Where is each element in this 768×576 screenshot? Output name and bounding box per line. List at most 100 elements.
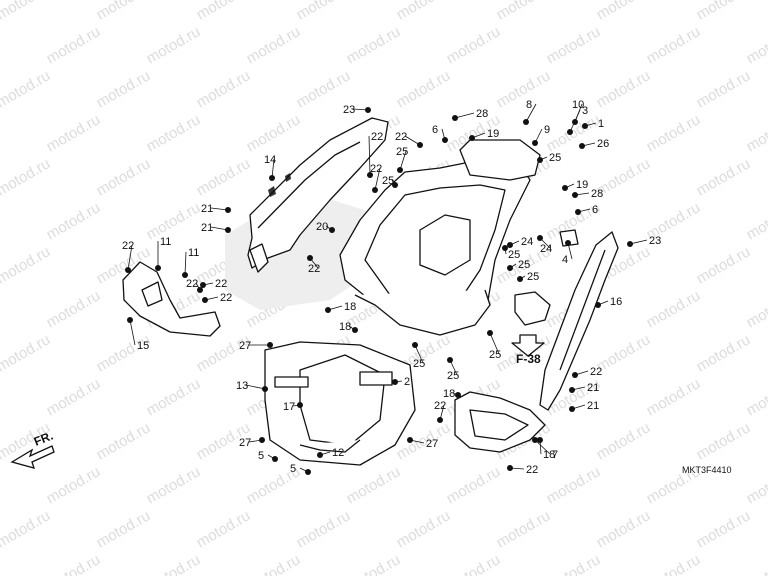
watermark-text: motod.ru [644,287,704,331]
callout-number: 7 [552,449,558,461]
callout-number: 3 [582,105,588,117]
fastener-icon [507,465,513,471]
fastener-icon [532,140,538,146]
fastener-icon [305,469,311,475]
watermark-text: motod.ru [0,287,3,331]
callout-number: 5 [290,463,296,475]
side-cover-16 [539,231,619,411]
fastener-icon [523,119,529,125]
watermark-text: motod.ru [44,551,104,576]
watermark-text: motod.ru [144,111,204,155]
watermark-text: motod.ru [744,111,768,155]
fastener-icon [507,265,513,271]
watermark-text: motod.ru [544,111,604,155]
fastener-icon [197,287,203,293]
watermark-text: motod.ru [594,419,654,463]
watermark-text: motod.ru [0,155,53,199]
leader-line [271,158,275,179]
leader-line [414,344,424,364]
fastener-icon [575,209,581,215]
callout-number: 22 [122,240,134,252]
fastener-icon [537,235,543,241]
callout-number: 25 [527,271,539,283]
callout-number: 1 [598,118,604,130]
leader-line [525,103,537,123]
fender-7 [454,391,546,453]
watermark-text: motod.ru [94,331,154,375]
watermark-text: motod.ru [194,0,254,23]
leader-line [129,319,136,346]
fastener-icon [352,327,358,333]
fastener-icon [365,107,371,113]
leader-line [184,251,187,276]
watermark-text: motod.ru [444,551,504,576]
watermark-text: motod.ru [0,111,3,155]
callout-number: 27 [426,438,438,450]
callout-number: 24 [540,243,552,255]
callout-number: 21 [587,382,599,394]
fastener-icon [407,437,413,443]
leader-line [374,167,381,191]
callout-number: 27 [239,340,251,352]
fastener-icon [562,185,568,191]
watermark-text: motod.ru [0,551,3,576]
reference-label: F-38 [516,352,541,366]
watermark-text: motod.ru [94,0,154,23]
leader-line [127,244,133,271]
watermark-text: motod.ru [594,0,654,23]
fastener-icon [502,245,508,251]
callout-number: 21 [201,222,213,234]
callout-number: 28 [591,188,603,200]
fastener-icon [392,379,398,385]
callout-number: 22 [370,163,382,175]
callout-number: 17 [283,401,295,413]
fastener-icon [372,187,378,193]
watermark-text: motod.ru [244,111,304,155]
callout-number: 4 [562,254,568,266]
watermark-text: motod.ru [44,199,104,243]
watermark-text: motod.ru [44,23,104,67]
fastener-icon [155,265,161,271]
callout-number: 23 [649,235,661,247]
callout-number: 18 [339,321,351,333]
inner-cover-13 [264,341,416,466]
fastener-icon [567,129,573,135]
watermark-text: motod.ru [144,375,204,419]
callout-number: 22 [371,131,383,143]
callout-number: 16 [610,296,622,308]
callout-number: 25 [447,370,459,382]
callout-labels: 1234556678910111112131415161718181818191… [122,99,661,476]
callout-number: 8 [526,99,532,111]
fastener-icon [225,227,231,233]
callout-number: 18 [443,388,455,400]
fastener-icon [532,437,538,443]
watermark-text: motod.ru [694,419,754,463]
callout-number: 20 [316,221,328,233]
callout-number: 13 [236,380,248,392]
fastener-icon [329,227,335,233]
watermark-text: motod.ru [0,507,53,551]
watermark-text: motod.ru [644,23,704,67]
callout-number: 27 [239,437,251,449]
watermark-text: motod.ru [544,551,604,576]
watermark-text: motod.ru [744,23,768,67]
fastener-icon [469,135,475,141]
diagram-code: MKT3F4410 [682,465,732,475]
fastener-icon [572,192,578,198]
watermark-text: motod.ru [0,331,53,375]
fastener-icon [442,137,448,143]
fastener-icon [507,242,513,248]
callout-number: 25 [549,152,561,164]
watermark-text: motod.ru [94,419,154,463]
fastener-icon [627,241,633,247]
watermark-text: motod.ru [294,0,354,23]
fastener-icon [125,267,131,273]
watermark-text: motod.ru [0,375,3,419]
fastener-icon [517,276,523,282]
watermark-text: motod.ru [494,0,554,23]
callout-number: 23 [343,104,355,116]
callout-number: 25 [518,259,530,271]
watermark-text: motod.ru [194,67,254,111]
callout-number: 25 [489,349,501,361]
fastener-icon [397,167,403,173]
